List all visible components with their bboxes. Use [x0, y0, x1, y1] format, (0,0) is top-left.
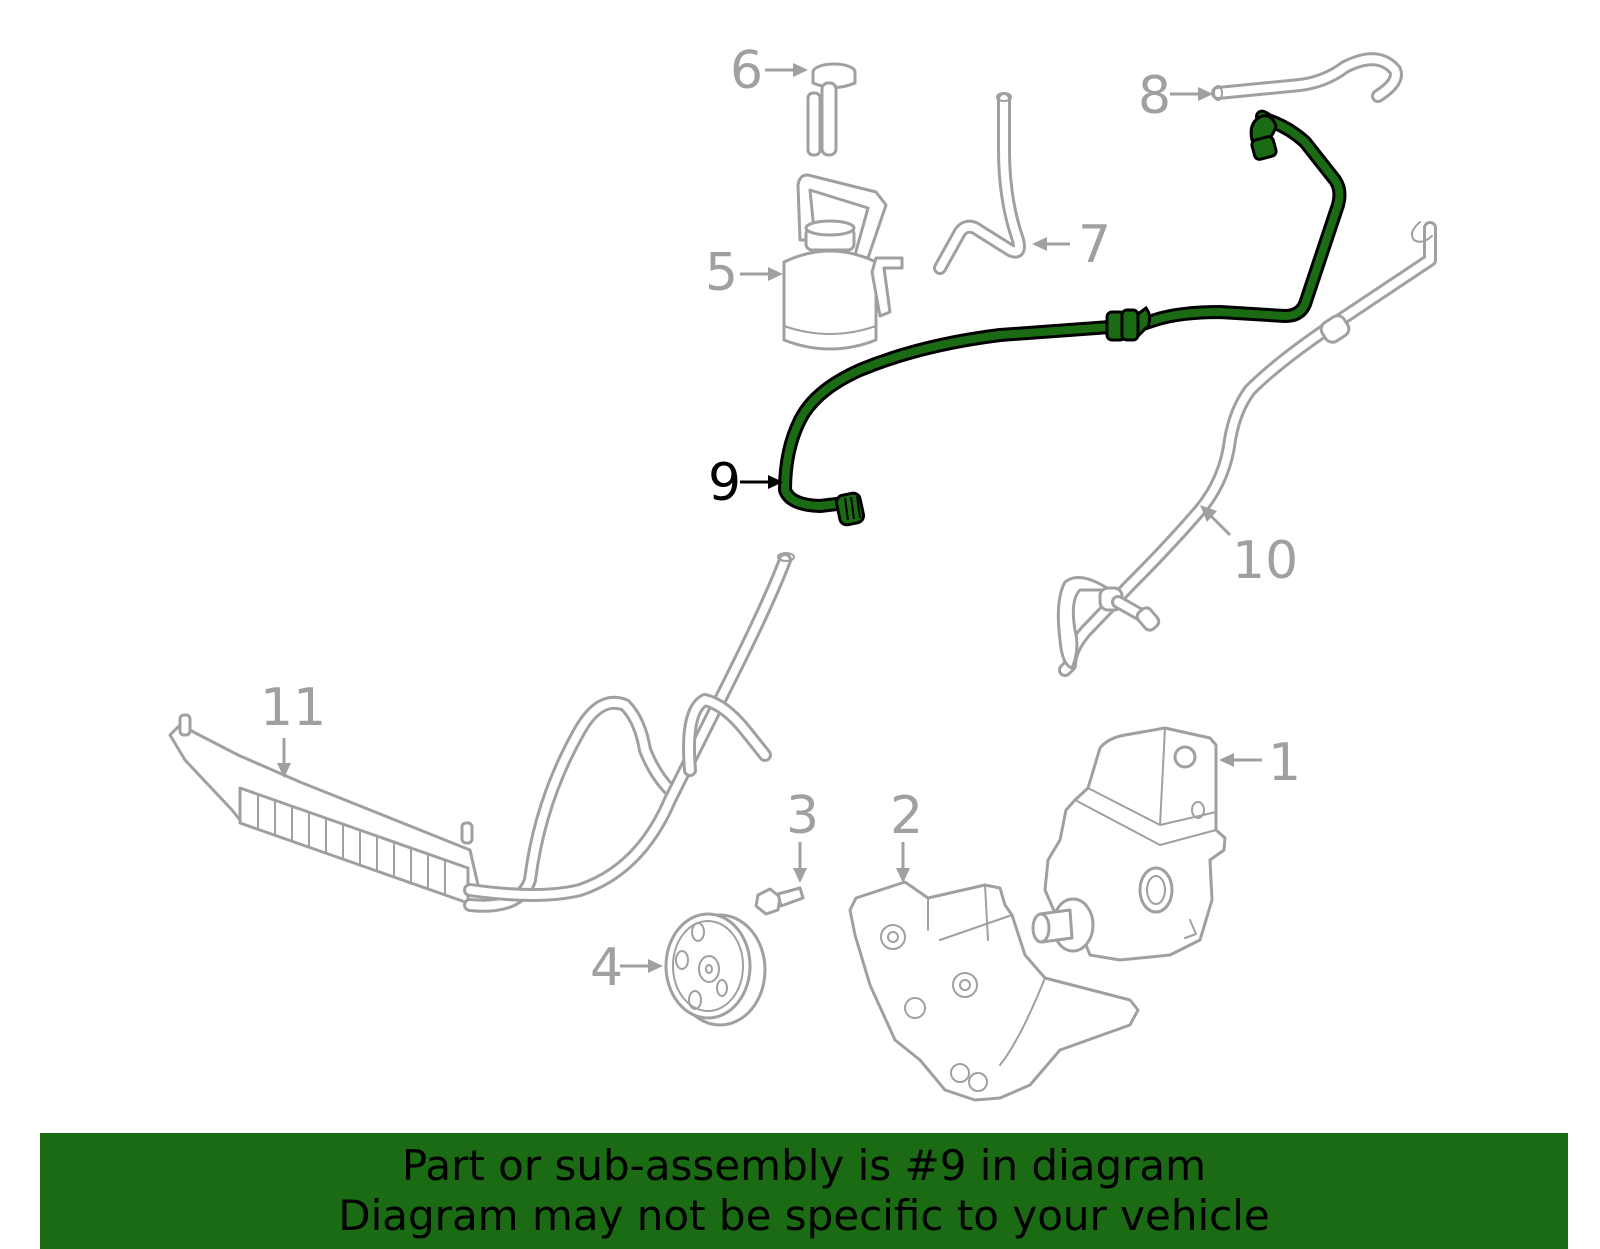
svg-text:8: 8 — [1138, 66, 1171, 126]
svg-text:1: 1 — [1268, 733, 1301, 793]
callout-2: 2 — [890, 786, 923, 883]
svg-text:9: 9 — [708, 453, 741, 513]
part-5-reservoir[interactable] — [782, 173, 904, 351]
callout-4: 4 — [590, 938, 663, 998]
part-7-hose[interactable] — [933, 92, 1026, 275]
svg-text:5: 5 — [705, 243, 738, 303]
callout-5: 5 — [705, 243, 783, 303]
part-9-pressure-hose[interactable] — [778, 109, 1347, 527]
callout-1: 1 — [1219, 733, 1301, 793]
callout-9: 9 — [708, 453, 783, 513]
part-11-cooler-assembly[interactable] — [168, 552, 795, 913]
callout-11: 11 — [260, 678, 326, 778]
callout-3: 3 — [786, 786, 819, 883]
part-4-pulley[interactable] — [664, 912, 767, 1027]
callout-6: 6 — [730, 41, 808, 101]
svg-text:3: 3 — [786, 786, 819, 846]
svg-text:4: 4 — [590, 938, 623, 998]
part-info-banner: Part or sub-assembly is #9 in diagram Di… — [40, 1133, 1568, 1249]
svg-text:6: 6 — [730, 41, 763, 101]
callout-10: 10 — [1200, 505, 1298, 591]
banner-part-text: Part or sub-assembly is #9 in diagram — [401, 1141, 1207, 1190]
part-10-return-line[interactable] — [1056, 221, 1437, 677]
svg-text:10: 10 — [1232, 531, 1298, 591]
svg-text:7: 7 — [1078, 215, 1111, 275]
part-3-bolt[interactable] — [754, 886, 805, 916]
callout-8: 8 — [1138, 66, 1213, 126]
part-8-hose[interactable] — [1211, 52, 1403, 103]
svg-text:2: 2 — [890, 786, 923, 846]
part-2-bracket[interactable] — [848, 880, 1140, 1102]
part-1-power-steering-pump[interactable] — [1031, 726, 1227, 962]
svg-text:11: 11 — [260, 678, 326, 738]
banner-disclaimer-text: Diagram may not be specific to your vehi… — [338, 1191, 1270, 1240]
part-6-reservoir-cap[interactable] — [806, 62, 857, 157]
callout-7: 7 — [1032, 215, 1111, 275]
